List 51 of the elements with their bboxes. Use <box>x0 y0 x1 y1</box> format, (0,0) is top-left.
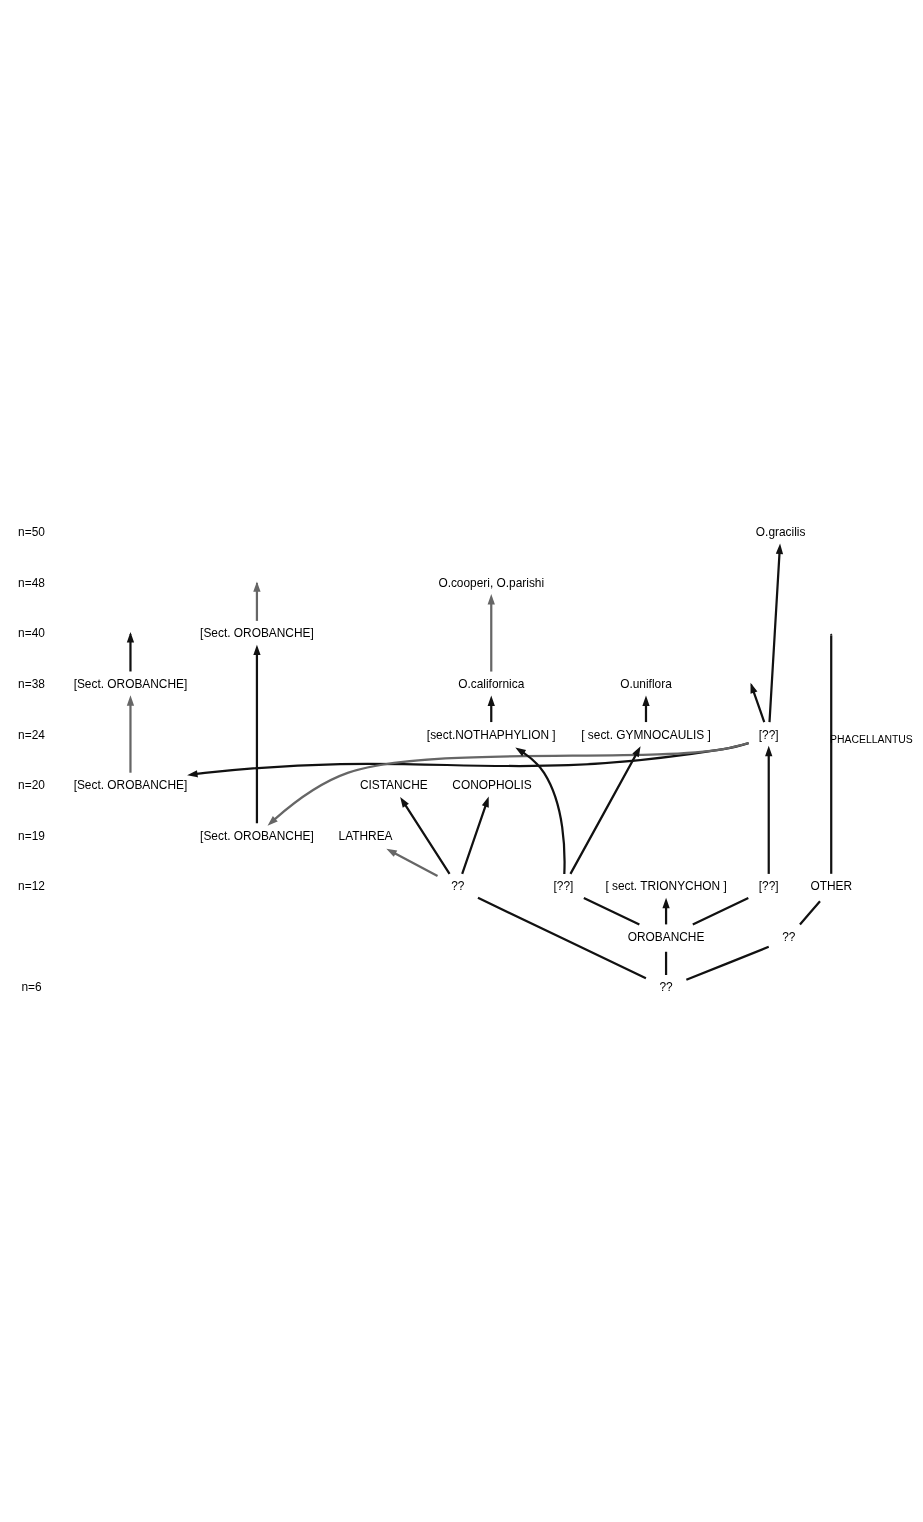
node-text: [ sect. GYMNOCAULIS ] <box>581 727 711 742</box>
node-text: OROBANCHE <box>627 929 705 944</box>
node-text: OTHER <box>810 879 853 894</box>
node-text: LATHREA <box>338 828 393 843</box>
node-text: [??] <box>758 727 779 742</box>
node-text: [sect.NOTHAPHYLION ] <box>426 727 556 742</box>
node-text: O.gracilis <box>755 525 806 540</box>
arrow <box>461 796 489 875</box>
connector <box>477 896 647 980</box>
connector <box>799 900 821 926</box>
label: n=12 <box>18 879 45 894</box>
arrow <box>386 848 439 877</box>
node-text: [??] <box>553 879 574 894</box>
label: n=48 <box>18 575 45 590</box>
arrow <box>267 741 749 826</box>
label: n=40 <box>18 626 45 641</box>
arrow <box>126 695 135 773</box>
connector <box>830 635 833 874</box>
node-text: ?? <box>659 980 673 995</box>
node-text: CONOPHOLIS <box>452 778 532 793</box>
node-text: [Sect. OROBANCHE] <box>73 778 188 793</box>
arrow <box>569 746 641 875</box>
arrow <box>487 594 495 672</box>
arrow <box>765 745 773 874</box>
node-text: [Sect. OROBANCHE] <box>200 626 314 641</box>
node-text: [??] <box>758 879 779 894</box>
arrow <box>768 543 784 723</box>
label: n=19 <box>18 828 45 843</box>
arrow <box>400 796 451 875</box>
label: n=24 <box>18 727 45 742</box>
node-text: CISTANCHE <box>359 778 428 793</box>
connector <box>583 896 640 926</box>
node-text: O.uniflora <box>620 676 672 691</box>
label: n=6 <box>21 980 42 995</box>
arrow <box>187 742 749 778</box>
connector <box>685 945 770 981</box>
label: n=20 <box>18 778 45 793</box>
arrow <box>515 747 566 874</box>
label: n=50 <box>18 525 45 540</box>
node-text: ?? <box>782 929 796 944</box>
connector <box>692 896 749 926</box>
connector <box>664 951 668 975</box>
node-text: [ sect. TRIONYCHON ] <box>605 879 727 894</box>
arrow <box>126 631 135 672</box>
node-text: O.californica <box>458 676 525 691</box>
node-text: ?? <box>451 879 465 894</box>
node-text: [Sect. OROBANCHE] <box>73 676 188 691</box>
arrow <box>253 644 261 824</box>
node-text: [Sect. OROBANCHE] <box>200 828 314 843</box>
node-text: O.cooperi, O.parishi <box>438 575 545 590</box>
label: n=38 <box>18 676 45 691</box>
